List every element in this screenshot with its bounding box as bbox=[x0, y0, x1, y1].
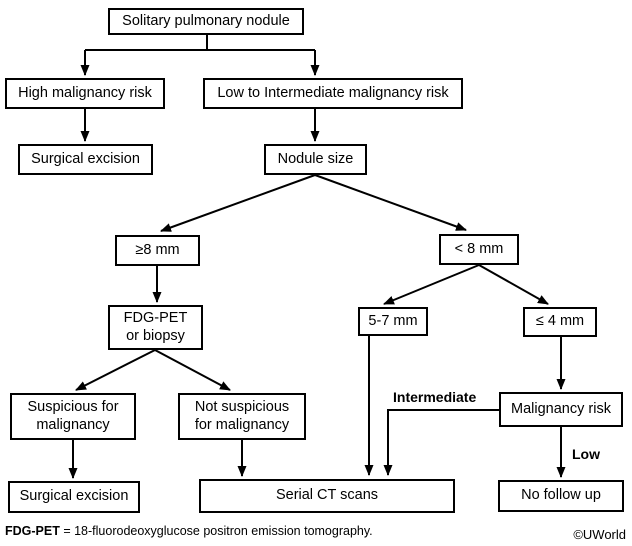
copyright-uworld: ©UWorld bbox=[573, 527, 626, 542]
arrow-fdg-to-suspicious bbox=[75, 349, 156, 391]
node-surgical-excision-top: Surgical excision bbox=[18, 144, 153, 175]
node-suspicious-for-malignancy: Suspicious for malignancy bbox=[10, 393, 136, 440]
node-malignancy-risk: Malignancy risk bbox=[499, 392, 623, 427]
node-le-4mm: ≤ 4 mm bbox=[523, 307, 597, 337]
node-nodule-size: Nodule size bbox=[264, 144, 367, 175]
arrow-nodule-to-ge8 bbox=[160, 174, 316, 232]
node-lt-8mm: < 8 mm bbox=[439, 234, 519, 265]
footnote-definition: = 18-fluorodeoxyglucose positron emissio… bbox=[59, 524, 373, 538]
node-serial-ct-scans: Serial CT scans bbox=[199, 479, 455, 513]
node-ge-8mm: ≥8 mm bbox=[115, 235, 200, 266]
node-high-malignancy-risk: High malignancy risk bbox=[5, 78, 165, 109]
node-solitary-pulmonary-nodule: Solitary pulmonary nodule bbox=[108, 8, 304, 35]
arrow-fdg-to-not-suspicious bbox=[154, 349, 231, 391]
edge-label-intermediate: Intermediate bbox=[393, 389, 477, 405]
node-low-intermediate-malignancy-risk: Low to Intermediate malignancy risk bbox=[203, 78, 463, 109]
node-surgical-excision-bottom: Surgical excision bbox=[8, 481, 140, 513]
node-fdg-pet-or-biopsy: FDG-PET or biopsy bbox=[108, 305, 203, 350]
edge-label-low: Low bbox=[572, 446, 600, 462]
node-no-follow-up: No follow up bbox=[498, 480, 624, 512]
arrow-lt8-to-5-7mm bbox=[383, 264, 480, 305]
node-5-7mm: 5-7 mm bbox=[358, 307, 428, 336]
footnote-term: FDG-PET bbox=[5, 524, 60, 538]
arrow-intermediate-elbow-to-serial-ct bbox=[383, 409, 499, 476]
connector-t-junction bbox=[85, 35, 315, 51]
footnote-abbreviation: FDG-PET = 18-fluorodeoxyglucose positron… bbox=[5, 524, 373, 538]
node-not-suspicious-for-malignancy: Not suspicious for malignancy bbox=[178, 393, 306, 440]
arrow-nodule-to-lt8 bbox=[314, 174, 467, 231]
arrow-lt8-to-le4 bbox=[478, 264, 549, 305]
